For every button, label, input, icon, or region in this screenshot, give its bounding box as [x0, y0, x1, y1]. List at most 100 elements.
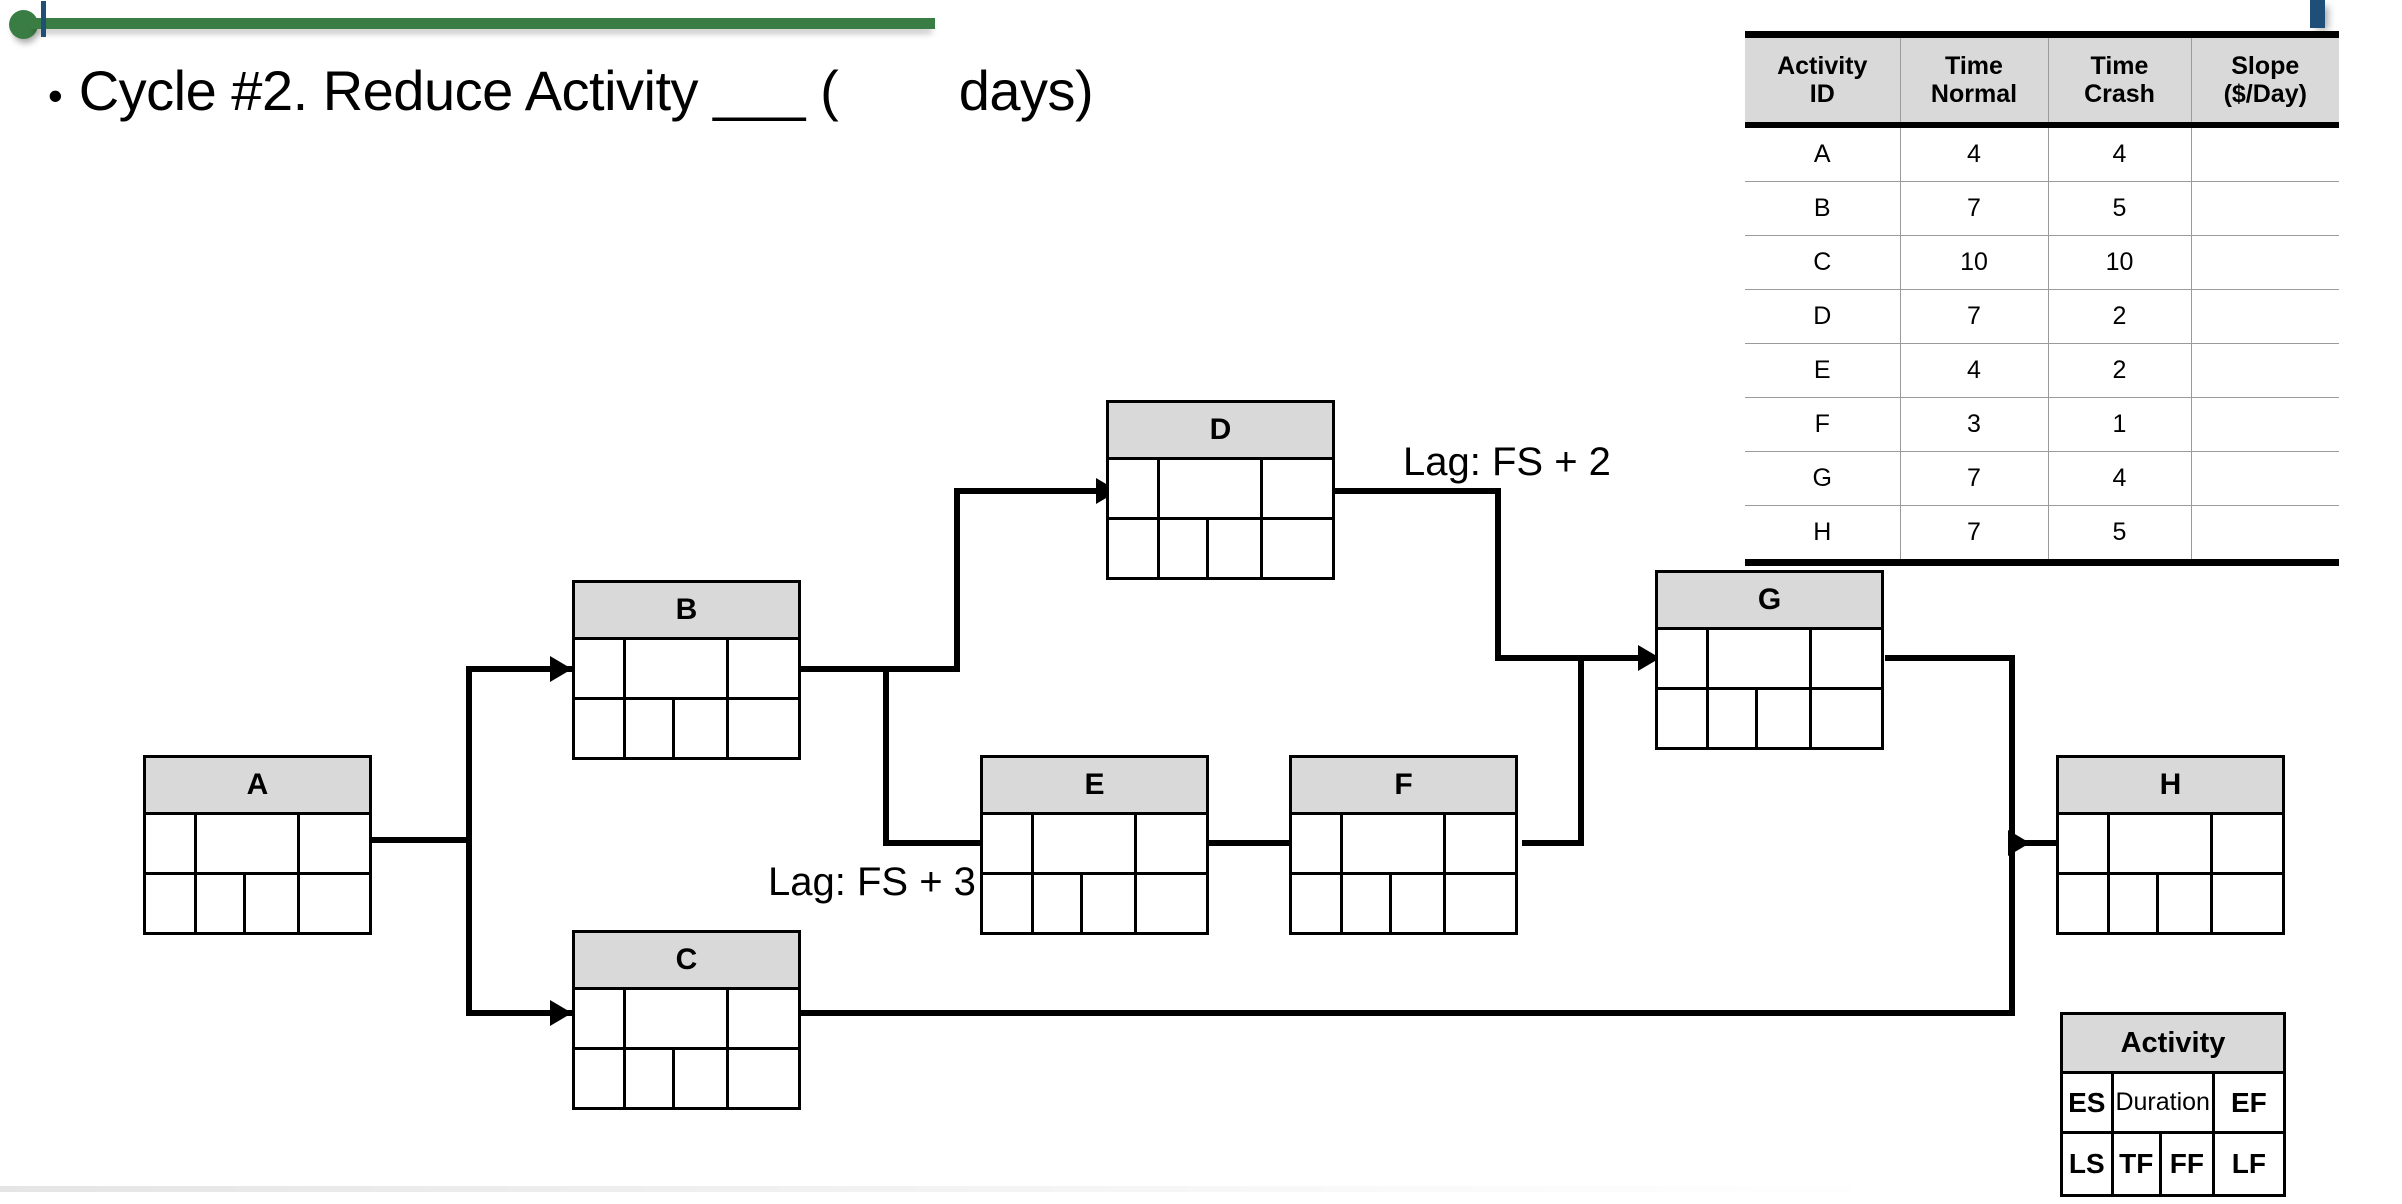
node-g-top-row: [1658, 630, 1881, 690]
node-a-tf[interactable]: [197, 875, 247, 935]
arrowhead-d-to-g: [1638, 645, 1660, 671]
node-a-ls[interactable]: [146, 875, 198, 935]
node-e-ef[interactable]: [1137, 815, 1206, 872]
cell-slope: [2191, 181, 2339, 236]
node-b-duration[interactable]: [626, 640, 729, 697]
node-b-ls[interactable]: [575, 700, 627, 760]
node-h-tf[interactable]: [2110, 875, 2160, 935]
node-c-tf[interactable]: [626, 1050, 676, 1110]
node-f-es[interactable]: [1292, 815, 1344, 872]
node-e-ff[interactable]: [1083, 875, 1137, 935]
node-b-ff[interactable]: [675, 700, 729, 760]
node-d-ls[interactable]: [1109, 520, 1161, 580]
node-e-tf[interactable]: [1034, 875, 1084, 935]
node-h-duration[interactable]: [2110, 815, 2213, 872]
table-row: E 4 2: [1745, 343, 2339, 398]
node-e-lf[interactable]: [1137, 875, 1206, 935]
node-c-es[interactable]: [575, 990, 627, 1047]
node-d-tf[interactable]: [1160, 520, 1210, 580]
node-c-lf[interactable]: [729, 1050, 798, 1110]
node-g-bottom-row: [1658, 690, 1881, 750]
network-node-a[interactable]: A: [143, 755, 372, 935]
node-h-ls[interactable]: [2059, 875, 2111, 935]
slide-bullet: • Cycle #2. Reduce Activity ___ ( days): [48, 58, 1094, 123]
green-rule-decoration: [30, 18, 935, 29]
blue-tick-left-decoration: [41, 1, 46, 37]
node-c-ef[interactable]: [729, 990, 798, 1047]
node-e-es[interactable]: [983, 815, 1035, 872]
slide-bullet-text: Cycle #2. Reduce Activity ___ ( days): [78, 59, 1094, 122]
node-d-ff[interactable]: [1209, 520, 1263, 580]
connector-a-split-vertical: [466, 666, 472, 1016]
node-f-ef[interactable]: [1446, 815, 1515, 872]
node-g-ff[interactable]: [1758, 690, 1812, 750]
arrowhead-a-to-b: [550, 656, 572, 682]
network-node-g[interactable]: G: [1655, 570, 1884, 750]
node-f-ff[interactable]: [1392, 875, 1446, 935]
network-node-c[interactable]: C: [572, 930, 801, 1110]
node-g-ef[interactable]: [1812, 630, 1881, 687]
node-c-label: C: [575, 933, 798, 990]
node-h-es[interactable]: [2059, 815, 2111, 872]
cell-activity-id: F: [1745, 397, 1901, 452]
legend-tf-label: TF: [2114, 1134, 2162, 1194]
network-node-b[interactable]: B: [572, 580, 801, 760]
cell-time-normal: 4: [1900, 343, 2049, 398]
node-a-ff[interactable]: [246, 875, 300, 935]
node-g-es[interactable]: [1658, 630, 1710, 687]
node-a-top-row: [146, 815, 369, 875]
node-e-label: E: [983, 758, 1206, 815]
network-node-f[interactable]: F: [1289, 755, 1518, 935]
column-header-slope: Slope ($/Day): [2191, 31, 2339, 128]
node-c-ls[interactable]: [575, 1050, 627, 1110]
network-node-h[interactable]: H: [2056, 755, 2285, 935]
network-node-e[interactable]: E: [980, 755, 1209, 935]
cell-time-crash: 4: [2048, 451, 2192, 506]
node-g-lf[interactable]: [1812, 690, 1881, 750]
node-c-ff[interactable]: [675, 1050, 729, 1110]
node-g-ls[interactable]: [1658, 690, 1710, 750]
node-a-lf[interactable]: [300, 875, 369, 935]
node-a-es[interactable]: [146, 815, 198, 872]
node-b-lf[interactable]: [729, 700, 798, 760]
table-row: G 7 4: [1745, 451, 2339, 506]
node-g-tf[interactable]: [1709, 690, 1759, 750]
node-h-ff[interactable]: [2159, 875, 2213, 935]
node-c-duration[interactable]: [626, 990, 729, 1047]
node-h-ef[interactable]: [2213, 815, 2282, 872]
node-f-label: F: [1292, 758, 1515, 815]
node-f-duration[interactable]: [1343, 815, 1446, 872]
table-row: C 10 10: [1745, 235, 2339, 290]
node-a-ef[interactable]: [300, 815, 369, 872]
connector-b-to-d-vertical: [954, 488, 960, 672]
node-d-top-row: [1109, 460, 1332, 520]
node-b-tf[interactable]: [626, 700, 676, 760]
table-row: B 7 5: [1745, 181, 2339, 236]
network-node-d[interactable]: D: [1106, 400, 1335, 580]
arrowhead-a-to-c: [550, 1000, 572, 1026]
node-g-label: G: [1658, 573, 1881, 630]
cell-activity-id: C: [1745, 235, 1901, 290]
connector-b-out: [795, 666, 960, 672]
node-b-top-row: [575, 640, 798, 700]
node-e-duration[interactable]: [1034, 815, 1137, 872]
node-h-lf[interactable]: [2213, 875, 2282, 935]
node-e-ls[interactable]: [983, 875, 1035, 935]
node-g-duration[interactable]: [1709, 630, 1812, 687]
node-d-lf[interactable]: [1263, 520, 1332, 580]
node-d-duration[interactable]: [1160, 460, 1263, 517]
node-a-duration[interactable]: [197, 815, 300, 872]
node-e-top-row: [983, 815, 1206, 875]
node-f-tf[interactable]: [1343, 875, 1393, 935]
node-f-lf[interactable]: [1446, 875, 1515, 935]
connector-c-to-h-vertical: [2009, 840, 2015, 1016]
node-d-ef[interactable]: [1263, 460, 1332, 517]
node-b-es[interactable]: [575, 640, 627, 697]
bottom-shadow-decoration: [0, 1186, 1900, 1192]
node-b-ef[interactable]: [729, 640, 798, 697]
lag-label-d-to-g: Lag: FS + 2: [1403, 440, 1611, 484]
cell-time-normal: 7: [1900, 289, 2049, 344]
node-f-ls[interactable]: [1292, 875, 1344, 935]
cell-activity-id: H: [1745, 505, 1901, 566]
node-d-es[interactable]: [1109, 460, 1161, 517]
